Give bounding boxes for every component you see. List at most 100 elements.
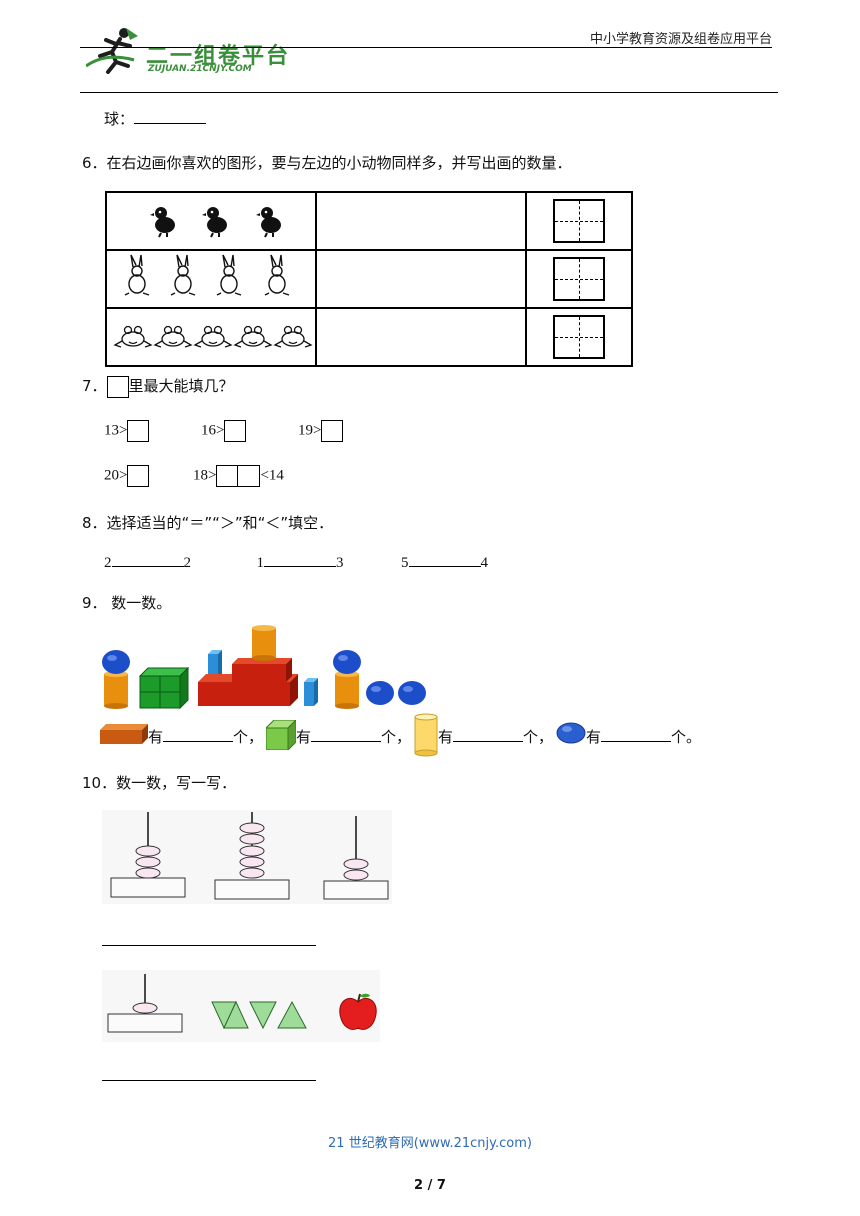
cuboid-icon <box>232 658 292 682</box>
q9-you-label: 有 <box>148 728 164 746</box>
cuboid-icon <box>304 678 318 706</box>
q6-draw-cell[interactable] <box>315 191 527 251</box>
q5-ball-line: 球： <box>104 108 207 129</box>
sphere-icon <box>366 681 394 705</box>
q7-answer-box[interactable] <box>127 420 150 442</box>
apple-icon <box>339 993 377 1030</box>
cylinder-icon <box>414 713 438 757</box>
sphere-icon <box>102 650 130 674</box>
triangle-icon <box>249 1001 277 1030</box>
footer-site-link[interactable]: 21 世纪教育网(www.21cnjy.com) <box>328 1136 532 1151</box>
header-rule <box>80 92 778 93</box>
abacus-rod-icon <box>214 812 290 900</box>
q9-you-label: 有 <box>296 728 312 746</box>
q8-right-number: 2 <box>183 555 192 571</box>
q7-answer-box[interactable] <box>224 420 247 442</box>
q7-item-label: 20> <box>104 467 128 484</box>
rabbit-icon <box>264 254 290 296</box>
q9-you-label: 有 <box>438 728 454 746</box>
q9-ge-label: 个， <box>523 728 554 746</box>
q9-you-label: 有 <box>586 728 602 746</box>
q7-question: 里最大能填几？ <box>128 377 234 395</box>
q7-answer-box[interactable] <box>238 465 261 487</box>
sphere-icon <box>333 650 361 674</box>
cube-icon <box>266 720 296 750</box>
tianzige-box[interactable] <box>553 315 605 359</box>
sphere-icon <box>556 722 586 744</box>
q6-animals-cell <box>105 249 317 309</box>
abacus-rod-icon <box>110 812 186 898</box>
cylinder-icon <box>335 671 359 709</box>
triangle-icon <box>277 1000 307 1029</box>
q8-text: 8．选择适当的“＝”“＞”和“＜”填空． <box>82 514 334 532</box>
q7-last-suffix: <14 <box>260 467 284 484</box>
page-number: 2 / 7 <box>414 1178 446 1193</box>
q9-answer-row: 有个， 有个， 有个， 有个。 <box>100 713 740 758</box>
q7-item-label: 19> <box>297 422 322 439</box>
q9-ge-label: 个， <box>233 728 264 746</box>
q10-text: 10．数一数，写一写． <box>82 774 237 792</box>
q6-draw-cell[interactable] <box>315 249 527 309</box>
cylinder-icon <box>252 625 276 661</box>
sphere-icon <box>398 681 426 705</box>
header: 二一组卷平台 ZUJUAN.21CNJY.COM 中小学教育资源及组卷应用平台 <box>80 20 780 95</box>
logo-subtext: ZUJUAN.21CNJY.COM <box>148 64 252 74</box>
q10-answer-line[interactable] <box>102 945 316 946</box>
logo-runner-icon <box>86 28 138 74</box>
q8-right-number: 3 <box>336 555 344 571</box>
q5-ball-blank[interactable] <box>134 109 207 124</box>
q6-row-rabbit <box>105 249 633 309</box>
q8-right-number: 4 <box>480 555 489 571</box>
q7-row-2: 20> 18><14 <box>104 465 284 487</box>
q7-answer-box[interactable] <box>216 465 239 487</box>
q10-answer-line[interactable] <box>102 1080 316 1081</box>
q7-item-label: 13> <box>104 422 128 439</box>
cuboid-icon <box>208 650 222 680</box>
abacus-picture <box>102 810 392 904</box>
rabbit-icon <box>216 254 242 296</box>
frog-icon <box>153 325 193 348</box>
q9-blocks-picture <box>102 625 426 710</box>
q8-left-number: 1 <box>256 555 265 571</box>
tianzige-box[interactable] <box>553 257 605 301</box>
frog-icons <box>113 325 313 348</box>
q8-answer-blank[interactable] <box>408 552 481 567</box>
frog-icon <box>193 325 233 348</box>
q7-item-label: 16> <box>200 422 225 439</box>
q7-answer-box[interactable] <box>321 420 344 442</box>
q9-answer-blank[interactable] <box>163 727 234 742</box>
q8-answer-blank[interactable] <box>264 552 336 567</box>
header-rule-thin <box>80 47 772 48</box>
q7-number: 7． <box>82 377 107 395</box>
q7-text: 7． 里最大能填几？ <box>82 375 234 398</box>
chick-icon <box>150 207 175 238</box>
q6-answer-cell[interactable] <box>525 191 633 251</box>
triangle-icon <box>223 1000 249 1029</box>
q9-answer-blank[interactable] <box>601 727 672 742</box>
q6-answer-cell[interactable] <box>525 249 633 309</box>
q7-sample-box <box>106 375 129 398</box>
logo-text: 二一组卷平台 <box>146 44 291 69</box>
frog-icon <box>233 325 273 348</box>
q8-left-number: 5 <box>401 555 409 571</box>
cuboid-icon <box>100 724 148 744</box>
tianzige-box[interactable] <box>553 199 605 243</box>
q9-ge-label: 个。 <box>671 728 702 746</box>
rabbit-icon <box>124 254 150 296</box>
q9-answer-blank[interactable] <box>453 727 524 742</box>
q6-answer-cell[interactable] <box>525 307 633 367</box>
q6-draw-cell[interactable] <box>315 307 527 367</box>
q8-answer-blank[interactable] <box>111 552 184 567</box>
q6-row-frog <box>105 307 633 367</box>
header-right-title: 中小学教育资源及组卷应用平台 <box>589 32 772 47</box>
rabbit-icons <box>124 254 290 296</box>
q9-answer-blank[interactable] <box>311 727 382 742</box>
q6-animals-cell <box>105 191 317 251</box>
frog-icon <box>113 325 153 348</box>
q5-ball-label: 球： <box>104 110 135 128</box>
q7-row-1: 13> 16> 19> <box>104 420 344 442</box>
q7-answer-box[interactable] <box>127 465 150 487</box>
chick-icon <box>202 207 227 238</box>
q9-text: 9． 数一数。 <box>82 594 172 612</box>
